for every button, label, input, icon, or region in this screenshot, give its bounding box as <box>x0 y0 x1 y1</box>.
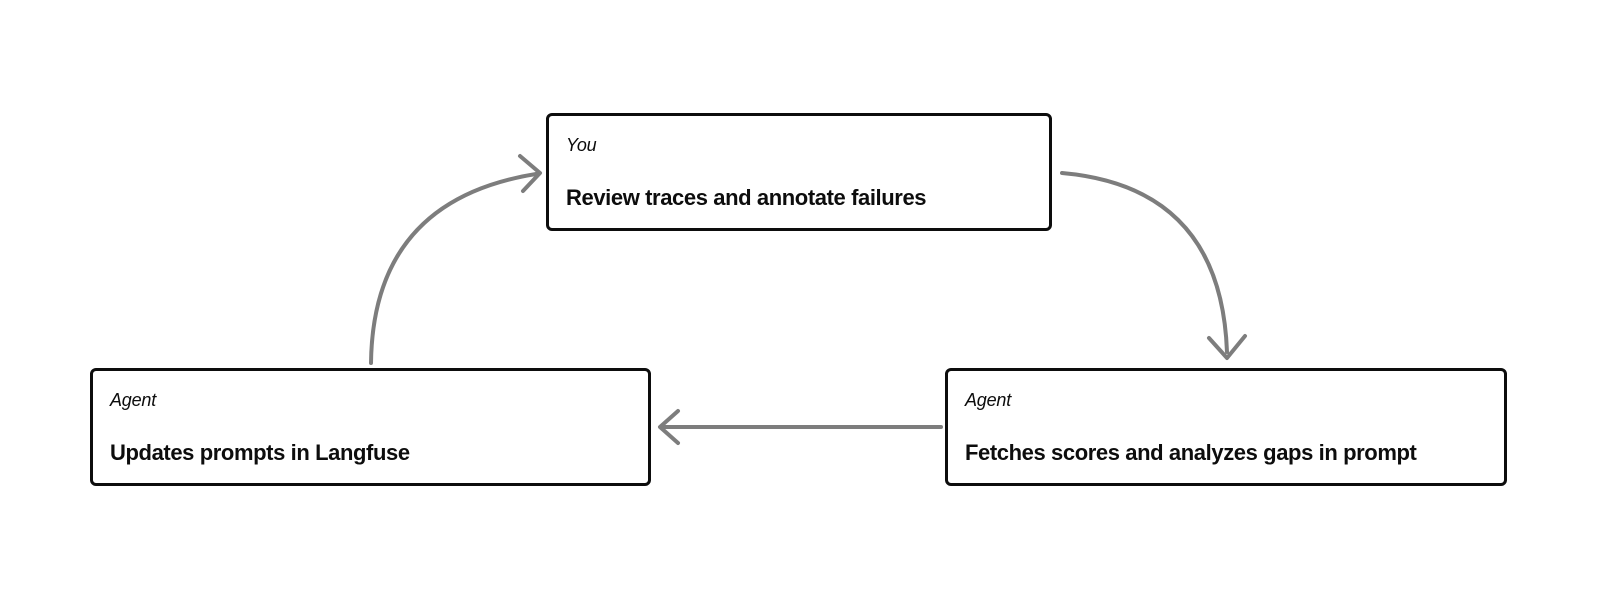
arrowhead-left-icon <box>658 409 680 445</box>
node-you-review-traces: You Review traces and annotate failures <box>546 113 1052 231</box>
node-action-text: Fetches scores and analyzes gaps in prom… <box>965 440 1417 465</box>
node-agent-fetches-scores: Agent Fetches scores and analyzes gaps i… <box>945 368 1507 486</box>
node-actor-label: You <box>566 135 597 155</box>
arrow-update-to-review <box>369 154 542 365</box>
arrow-update-to-review-line <box>369 172 538 365</box>
node-agent-updates-prompts: Agent Updates prompts in Langfuse <box>90 368 651 486</box>
arrowhead-right-icon <box>518 154 542 193</box>
arrow-review-to-fetch <box>1060 171 1247 360</box>
node-action-text: Updates prompts in Langfuse <box>110 440 410 465</box>
arrowhead-down-icon <box>1207 334 1247 360</box>
arrow-fetch-to-update <box>658 409 943 445</box>
node-action-text: Review traces and annotate failures <box>566 185 927 210</box>
node-actor-label: Agent <box>965 390 1012 410</box>
node-actor-label: Agent <box>110 390 157 410</box>
arrow-review-to-fetch-line <box>1060 171 1229 354</box>
